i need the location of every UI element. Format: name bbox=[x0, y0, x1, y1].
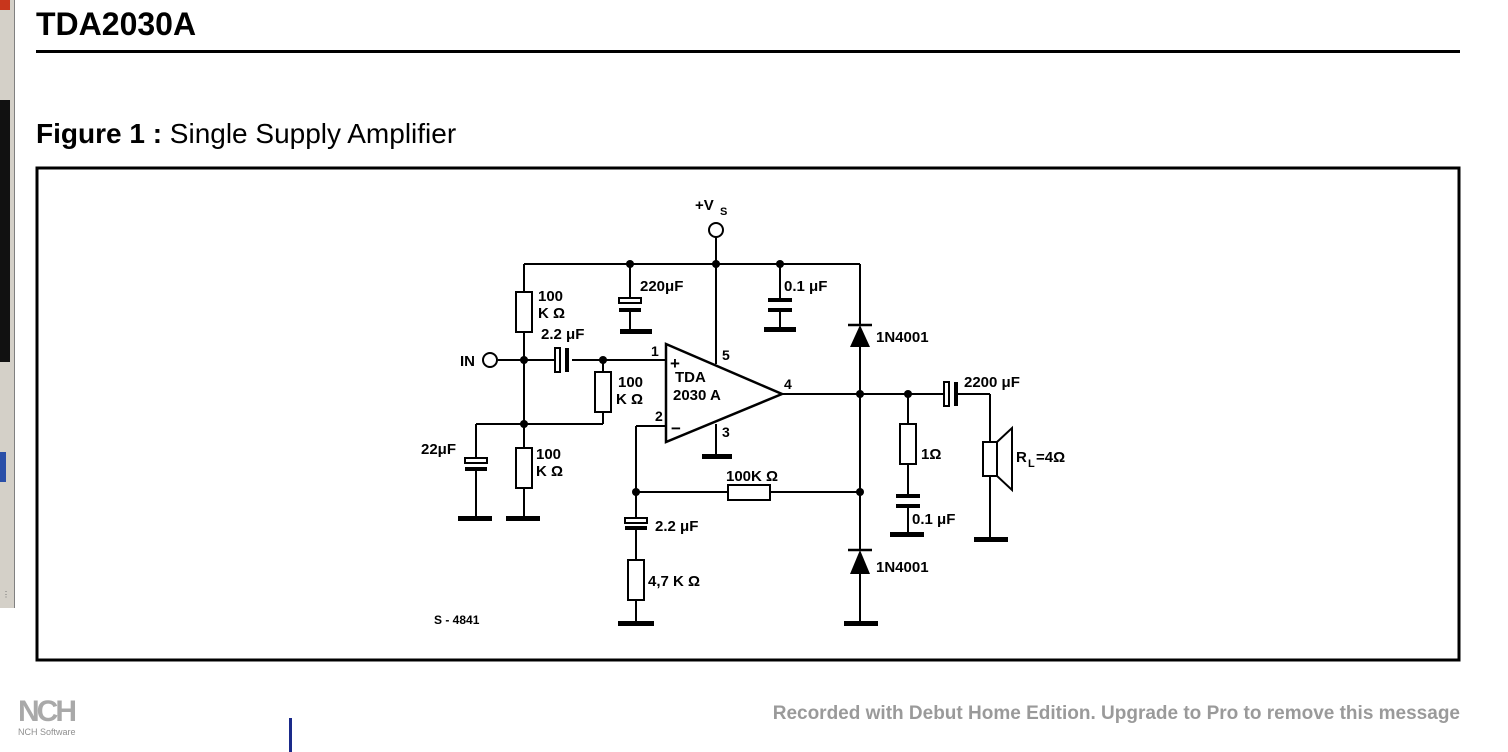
input-terminal bbox=[482, 352, 498, 368]
c-feedback-label: 2.2 μF bbox=[655, 518, 698, 535]
c-input-label: 2.2 μF bbox=[541, 326, 584, 343]
supply-terminal bbox=[708, 222, 724, 238]
opamp-plus-sign: + bbox=[670, 354, 680, 373]
figure-caption-text: Single Supply Amplifier bbox=[169, 118, 457, 149]
resistor-bias-bottom bbox=[515, 447, 533, 489]
nch-logo: NCH NCH Software bbox=[18, 697, 80, 742]
c-supply-electrolytic-label: 220μF bbox=[640, 278, 683, 295]
diode-top-label: 1N4001 bbox=[876, 329, 929, 346]
r-bias-top-unit: K Ω bbox=[538, 305, 565, 322]
opamp-name-line1: TDA bbox=[675, 369, 706, 386]
text-cursor-marker bbox=[289, 718, 292, 752]
supply-label-sub: S bbox=[720, 206, 727, 218]
nch-logo-name: NCH Software bbox=[18, 727, 76, 737]
resistor-snubber bbox=[899, 423, 917, 465]
c-bias-label: 22μF bbox=[421, 441, 456, 458]
resistor-feedback bbox=[727, 484, 771, 501]
capacitor-output bbox=[943, 381, 958, 407]
r-feedback-ground-label: 4,7 K Ω bbox=[648, 573, 700, 590]
r-feedback-label: 100K Ω bbox=[726, 468, 778, 485]
speaker-load bbox=[982, 425, 1013, 493]
capacitor-supply-film bbox=[768, 298, 792, 312]
capacitor-input bbox=[554, 347, 569, 373]
resize-grip-icon[interactable]: ⋮ bbox=[2, 590, 10, 599]
nch-logo-mark: NCH bbox=[18, 695, 77, 728]
window-edge-panel bbox=[0, 100, 10, 362]
document-title: TDA2030A bbox=[36, 6, 197, 42]
r-bias-bottom-value: 100 bbox=[536, 446, 561, 463]
schematic-frame bbox=[35, 166, 1461, 662]
resistor-feedback-ground bbox=[627, 559, 645, 601]
opamp-minus-sign: − bbox=[671, 419, 681, 438]
c-supply-film-label: 0.1 μF bbox=[784, 278, 827, 295]
r-snubber-label: 1Ω bbox=[921, 446, 941, 463]
supply-label: +V bbox=[695, 197, 714, 214]
pin-4-label: 4 bbox=[784, 376, 792, 392]
load-value: =4Ω bbox=[1036, 449, 1065, 466]
r-bias-bottom-unit: K Ω bbox=[536, 463, 563, 480]
resistor-bias-top bbox=[515, 291, 533, 333]
resistors bbox=[515, 291, 917, 601]
amplifier-schematic: +V S IN TDA 2030 A + − 1 2 3 4 5 100 K Ω… bbox=[35, 166, 1461, 662]
c-output-label: 2200 μF bbox=[964, 374, 1020, 391]
ground-symbols bbox=[458, 327, 1008, 626]
capacitor-snubber bbox=[896, 494, 920, 508]
diode-top bbox=[848, 323, 872, 347]
diode-bottom bbox=[848, 548, 872, 574]
r-input-value: 100 bbox=[618, 374, 643, 391]
figure-caption: Figure 1 : Single Supply Amplifier bbox=[36, 118, 456, 150]
r-bias-top-value: 100 bbox=[538, 288, 563, 305]
input-label: IN bbox=[460, 353, 475, 370]
opamp-tda2030a bbox=[664, 342, 786, 444]
opamp-name-line2: 2030 A bbox=[673, 387, 721, 404]
title-rule bbox=[36, 50, 1460, 53]
figure-label: Figure 1 : bbox=[36, 118, 163, 149]
diode-bottom-label: 1N4001 bbox=[876, 559, 929, 576]
load-label-sub: L bbox=[1028, 458, 1035, 470]
capacitor-feedback bbox=[624, 517, 648, 530]
junction-dots bbox=[520, 260, 912, 496]
pin-3-label: 3 bbox=[722, 424, 730, 440]
window-edge-scroll-thumb[interactable] bbox=[0, 452, 6, 482]
pin-2-label: 2 bbox=[655, 408, 663, 424]
window-edge-strip: ⋮ bbox=[0, 0, 15, 608]
pin-5-label: 5 bbox=[722, 347, 730, 363]
pin-1-label: 1 bbox=[651, 343, 659, 359]
c-snubber-label: 0.1 μF bbox=[912, 511, 955, 528]
capacitor-supply-electrolytic bbox=[618, 297, 642, 312]
drawing-code: S - 4841 bbox=[434, 613, 480, 627]
recorder-watermark: Recorded with Debut Home Edition. Upgrad… bbox=[772, 703, 1460, 724]
r-input-unit: K Ω bbox=[616, 391, 643, 408]
capacitor-bias bbox=[464, 457, 488, 471]
load-label: R bbox=[1016, 449, 1027, 466]
window-edge-close-icon[interactable] bbox=[0, 0, 10, 10]
resistor-input bbox=[594, 371, 612, 413]
